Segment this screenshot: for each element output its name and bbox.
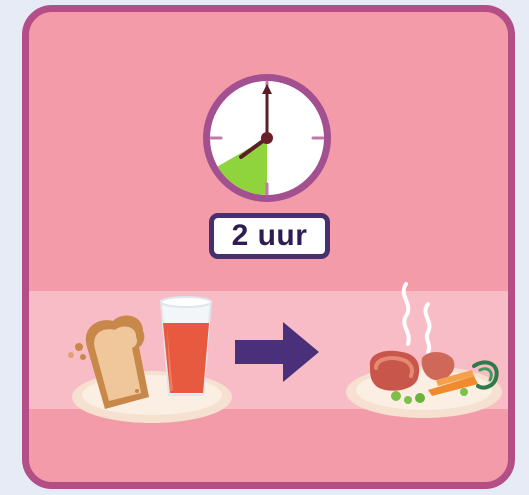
toast-and-juice-icon (57, 287, 232, 429)
warm-meal-icon (324, 274, 509, 424)
arrow-right-icon (235, 320, 325, 384)
duration-badge: 2 uur (209, 213, 330, 259)
clock-icon (199, 70, 335, 206)
time-interval-card: 2 uur (22, 5, 515, 489)
